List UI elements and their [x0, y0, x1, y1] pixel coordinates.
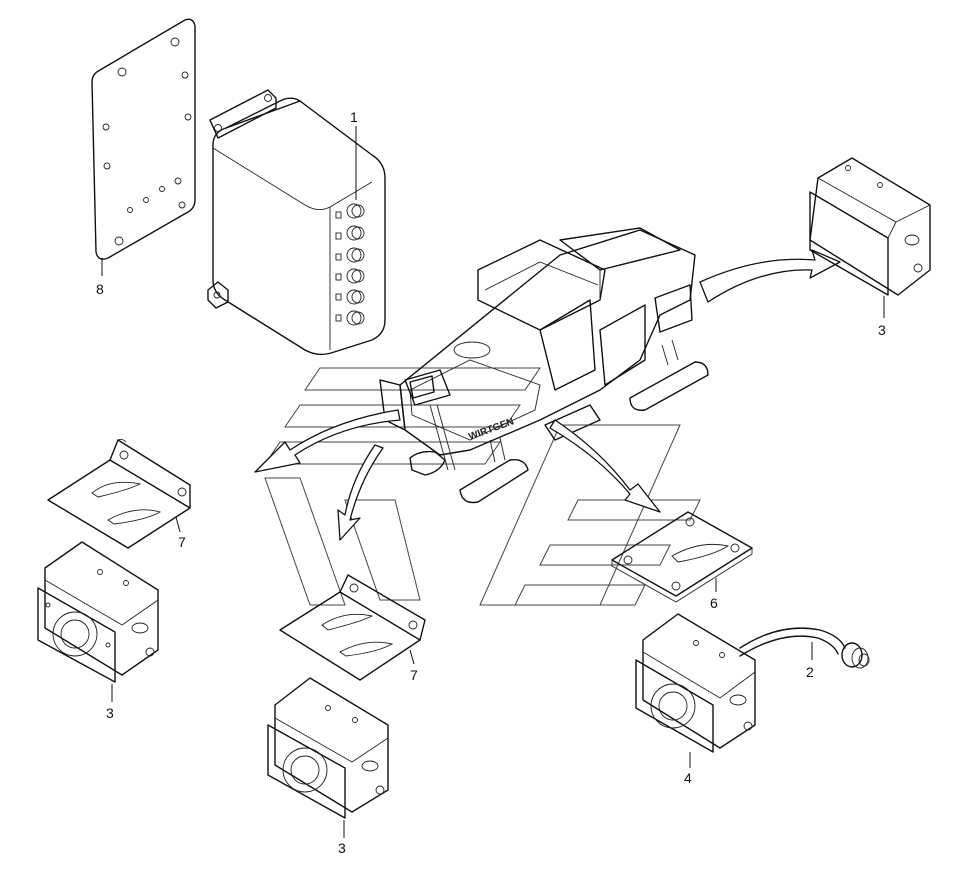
callout-7-middle: 7: [410, 667, 418, 683]
callout-4: 4: [684, 770, 692, 786]
camera-left: [37, 541, 159, 683]
bracket-middle: [279, 574, 426, 681]
callout-2: 2: [806, 664, 814, 680]
cable: [739, 627, 870, 669]
callout-7-left: 7: [178, 534, 186, 550]
camera-middle: [267, 677, 389, 819]
leader-7b: [409, 649, 415, 665]
callout-8: 8: [96, 281, 104, 297]
callout-3-top-right: 3: [878, 322, 886, 338]
camera-cabled: [635, 613, 756, 753]
cover-plate: [91, 18, 196, 260]
camera-top-right: [809, 157, 931, 296]
machine-branding: WIRTGEN: [467, 416, 515, 442]
control-box: [207, 89, 386, 356]
flow-arrows: [254, 249, 841, 541]
leader-7a: [175, 516, 181, 533]
callout-1: 1: [350, 109, 358, 125]
callout-3-middle: 3: [338, 840, 346, 856]
callout-6: 6: [710, 595, 718, 611]
watermark-logo: [264, 367, 701, 606]
flat-plate: [611, 511, 753, 603]
bracket-left: [47, 438, 191, 549]
callout-3-left: 3: [106, 705, 114, 721]
